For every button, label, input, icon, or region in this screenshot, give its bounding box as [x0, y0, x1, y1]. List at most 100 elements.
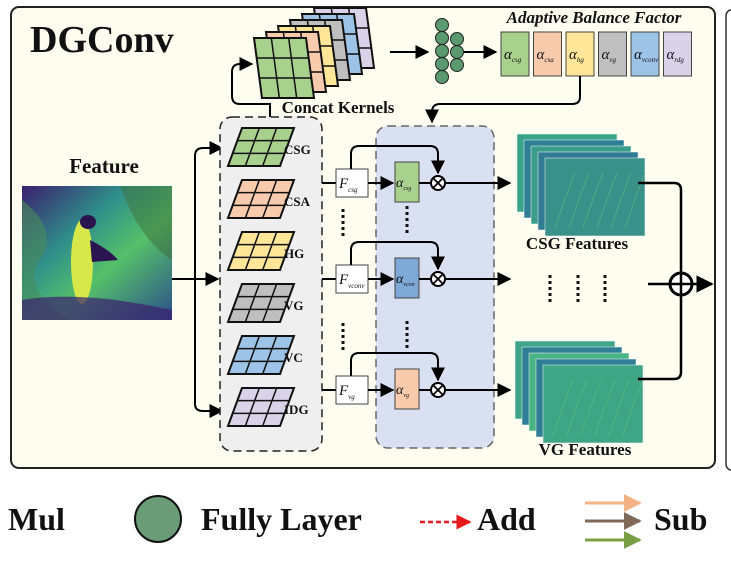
kernel-label: IDG — [284, 402, 309, 417]
f-box-csg — [335, 168, 369, 198]
input-connectors — [172, 141, 224, 418]
alpha-box-csg — [394, 161, 420, 203]
dot — [405, 206, 409, 209]
legend-add: Add — [477, 501, 536, 537]
dot — [341, 215, 345, 218]
texture — [552, 379, 574, 436]
dot — [341, 335, 345, 338]
legend-mul: Mul — [8, 501, 65, 537]
kernel-hg — [226, 231, 296, 271]
dot — [405, 321, 409, 324]
dot — [576, 293, 580, 296]
texture — [554, 172, 576, 229]
kernel-vc — [226, 335, 296, 375]
kernel-label: CSA — [284, 194, 311, 209]
abf-label: Adaptive Balance Factor — [506, 8, 682, 27]
multiply-operator-icon — [430, 382, 446, 398]
abf-factor-vconv — [630, 31, 660, 77]
legend: Mul Fully Layer Add Sub — [8, 494, 707, 549]
csg-features-stack — [516, 133, 646, 237]
dot — [548, 293, 552, 296]
kernel-idg — [226, 387, 296, 427]
dot — [341, 233, 345, 236]
dot — [548, 275, 552, 278]
dot — [405, 218, 409, 221]
dot — [548, 287, 552, 290]
abf-factor-hg — [565, 31, 595, 77]
dot — [548, 281, 552, 284]
fully-layer-icon — [134, 495, 182, 543]
dot — [405, 212, 409, 215]
texture — [594, 379, 616, 436]
dot — [405, 327, 409, 330]
kernel-label: VC — [284, 350, 303, 365]
legend-sub: Sub — [654, 501, 707, 537]
kernel-vg — [226, 283, 296, 323]
panel-title: DGConv — [30, 19, 174, 61]
fully-connected-layers — [435, 18, 464, 84]
concat-label: Concat Kernels — [282, 98, 395, 117]
feature-label: Feature — [69, 154, 139, 178]
dot — [548, 299, 552, 302]
dot — [603, 299, 607, 302]
vg-features-stack — [514, 340, 644, 444]
stack-layer-csg — [252, 37, 316, 99]
vg-features-label: VG Features — [539, 440, 632, 459]
texture — [610, 172, 632, 229]
dot — [341, 323, 345, 326]
kernel-csa — [226, 179, 296, 219]
texture — [568, 172, 590, 229]
multiply-operator-icon — [430, 271, 446, 287]
dot — [405, 333, 409, 336]
neuron — [435, 57, 449, 71]
texture — [622, 379, 644, 436]
dot — [405, 339, 409, 342]
neuron — [450, 45, 464, 59]
kernel-label: HG — [284, 246, 304, 261]
dot — [603, 275, 607, 278]
dot — [405, 230, 409, 233]
dot — [576, 281, 580, 284]
neuron — [450, 32, 464, 46]
penguin-body — [71, 220, 93, 304]
dot — [341, 209, 345, 212]
neuron — [450, 58, 464, 72]
kernel-label: CSG — [284, 142, 311, 157]
neuron — [435, 44, 449, 58]
dot — [603, 281, 607, 284]
texture — [582, 172, 604, 229]
gate-panel — [375, 125, 495, 449]
ellipsis-dots — [341, 206, 607, 350]
neuron — [435, 70, 449, 84]
dot — [603, 293, 607, 296]
multiply-operator-icon — [430, 175, 446, 191]
abf-factor-csg — [500, 31, 530, 77]
dot — [405, 224, 409, 227]
texture — [596, 172, 618, 229]
legend-fully-layer: Fully Layer — [201, 501, 362, 537]
alpha-box-vcon — [394, 257, 420, 299]
dot — [576, 299, 580, 302]
add-operator-icon — [668, 271, 694, 297]
neuron — [435, 18, 449, 32]
neuron — [435, 31, 449, 45]
alpha-box-vg — [394, 368, 420, 410]
csg-features-label: CSG Features — [526, 234, 629, 253]
texture — [580, 379, 602, 436]
dot — [405, 345, 409, 348]
abf-to-gate-connector — [425, 76, 581, 124]
dot — [603, 287, 607, 290]
abf-factor-rdg — [663, 31, 692, 77]
dot — [341, 341, 345, 344]
feature-map-layer — [544, 157, 646, 237]
texture — [566, 379, 588, 436]
dot — [341, 227, 345, 230]
dot — [576, 275, 580, 278]
